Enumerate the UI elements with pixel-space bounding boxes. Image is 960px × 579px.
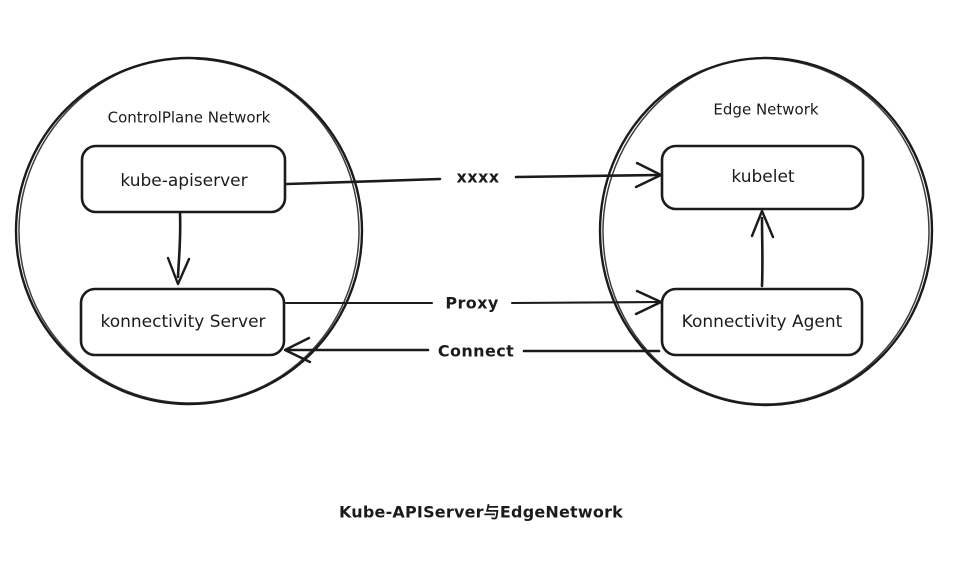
edge-apiserver-to-server-line bbox=[176, 211, 182, 279]
kube-apiserver-label: kube-apiserver bbox=[120, 171, 247, 191]
konnectivity-server-label: konnectivity Server bbox=[100, 312, 265, 332]
edge-agent-to-server-arrowhead bbox=[283, 336, 312, 364]
edge-apiserver-to-server-arrowhead bbox=[166, 256, 191, 286]
node-kubelet[interactable]: kubelet bbox=[660, 144, 865, 211]
edge-agent-to-server[interactable]: Connect bbox=[283, 336, 661, 364]
group-controlplane-network[interactable]: ControlPlane Network bbox=[14, 56, 364, 406]
kubelet-box bbox=[660, 144, 865, 211]
kubelet-label: kubelet bbox=[731, 167, 795, 187]
konnectivity-agent-box bbox=[660, 287, 864, 357]
edge-agent-to-kubelet[interactable] bbox=[750, 209, 775, 288]
controlplane-network-ellipse-sketch-overlay bbox=[18, 57, 360, 404]
diagram-caption: Kube-APIServer与EdgeNetwork bbox=[339, 503, 623, 522]
edge-agent-to-server-label: Connect bbox=[438, 342, 514, 361]
controlplane-network-ellipse bbox=[14, 56, 364, 406]
edge-server-to-agent-line-right bbox=[510, 300, 661, 305]
edge-apiserver-to-kubelet-line-right bbox=[514, 173, 661, 179]
kube-apiserver-box bbox=[80, 144, 287, 214]
edge-apiserver-to-kubelet-line-left bbox=[285, 177, 442, 186]
edge-apiserver-to-server[interactable] bbox=[166, 211, 191, 286]
edge-network-label: Edge Network bbox=[713, 101, 818, 119]
edge-apiserver-to-kubelet[interactable]: xxxx bbox=[285, 161, 663, 189]
konnectivity-server-box bbox=[79, 287, 286, 357]
edge-network-ellipse-sketch-overlay bbox=[602, 57, 930, 405]
konnectivity-agent-label: Konnectivity Agent bbox=[682, 312, 843, 332]
controlplane-network-label: ControlPlane Network bbox=[108, 109, 271, 127]
node-konnectivity-agent[interactable]: Konnectivity Agent bbox=[660, 287, 864, 357]
edge-apiserver-to-kubelet-label: xxxx bbox=[457, 168, 500, 187]
edge-agent-to-kubelet-arrowhead bbox=[750, 209, 775, 239]
group-edge-network[interactable]: Edge Network bbox=[598, 56, 934, 407]
edge-server-to-agent-label: Proxy bbox=[445, 294, 499, 313]
node-konnectivity-server[interactable]: konnectivity Server bbox=[79, 287, 286, 357]
node-kube-apiserver[interactable]: kube-apiserver bbox=[80, 144, 287, 214]
edge-network-ellipse bbox=[598, 56, 934, 407]
